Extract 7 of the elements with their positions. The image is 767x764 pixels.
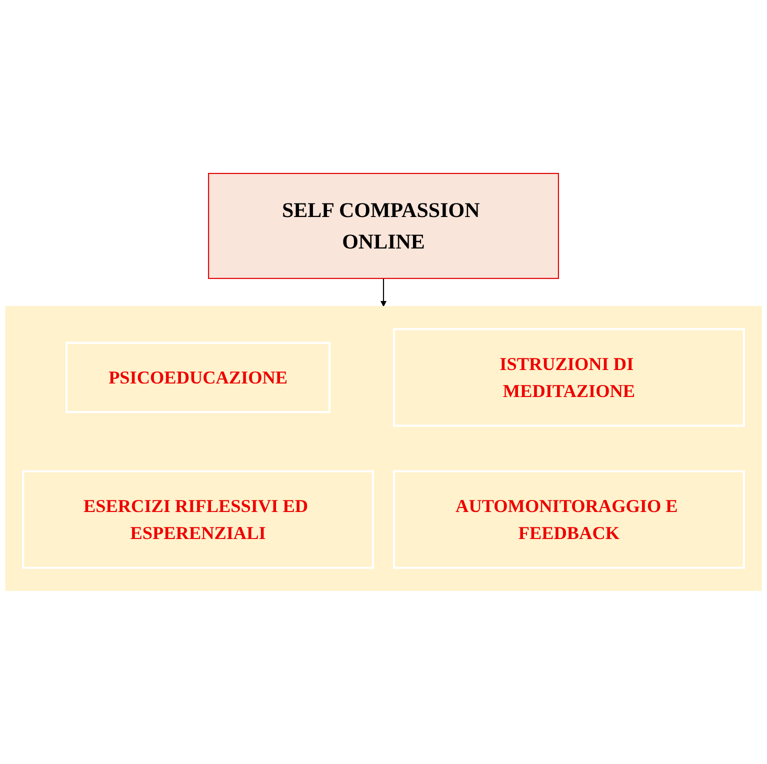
node-box: ISTRUZIONI DI MEDITAZIONE [392, 328, 745, 427]
node-box: PSICOEDUCAZIONE [66, 342, 331, 414]
cluster [5, 306, 762, 591]
node-box: ESERCIZI RIFLESSIVI ED ESPERENZIALI [22, 470, 374, 569]
node-box: SELF COMPASSION ONLINE [208, 172, 559, 279]
node-box: AUTOMONITORAGGIO E FEEDBACK [392, 470, 745, 569]
arrow [380, 278, 387, 307]
